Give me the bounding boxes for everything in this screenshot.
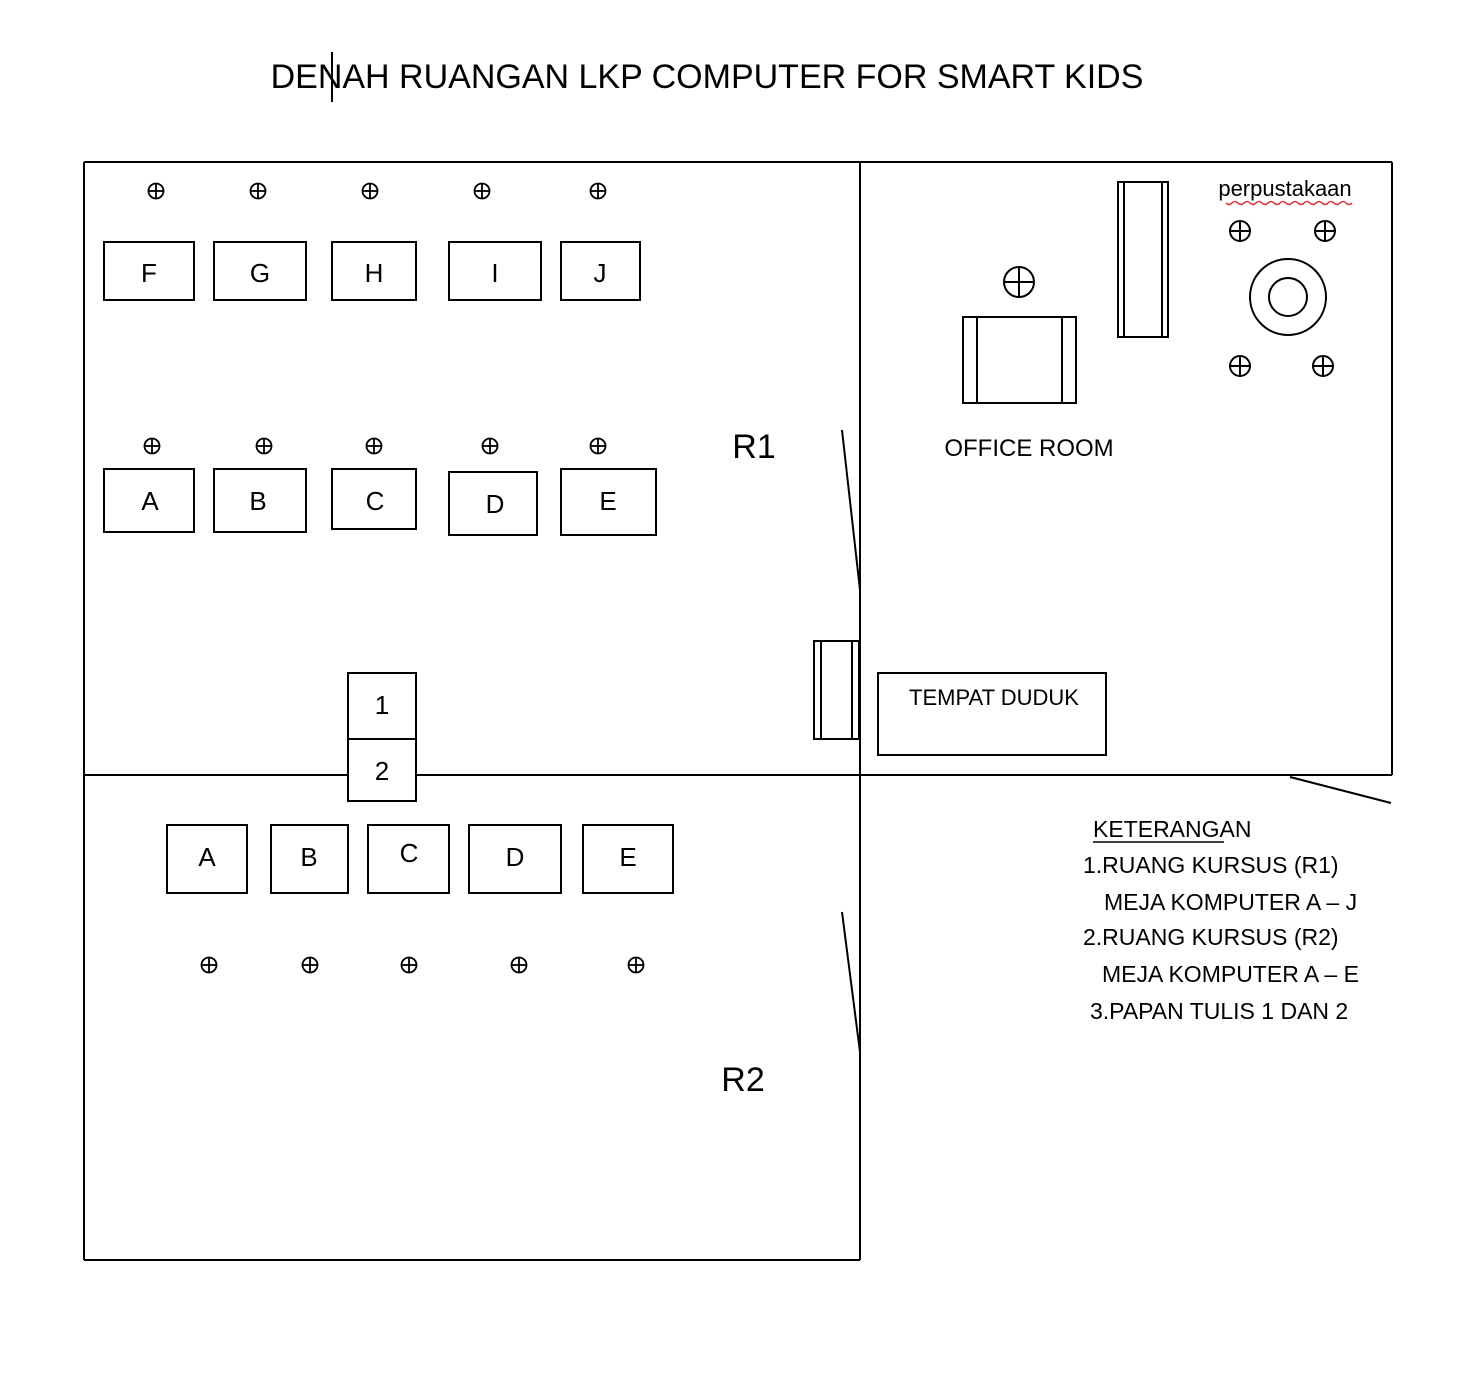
desk-label: I [491,258,498,288]
r1-back-row [103,241,641,301]
chair-icon [589,437,607,455]
desk-g [213,241,307,301]
desk-label: F [141,258,157,288]
chair-icon [301,956,319,974]
chair-icon [400,956,418,974]
chair-icon [481,437,499,455]
desk-f [103,241,195,301]
desk-i [448,241,542,301]
r2-row [166,824,674,894]
desk-label: E [619,842,636,872]
legend-line: 1.RUANG KURSUS (R1) [1083,852,1339,878]
chair-icon [365,437,383,455]
chair-icon [1229,220,1251,242]
door-entrance [1289,776,1392,804]
desk-j [560,241,641,301]
chair-icon [1003,266,1035,298]
room-label-r1: R1 [732,428,775,466]
library-chairs [1229,220,1336,377]
r2-chairs [200,956,645,974]
chair-icon [627,956,645,974]
legend-line: MEJA KOMPUTER A – J [1104,889,1357,915]
walls [83,161,1393,1261]
desk-label: G [250,258,270,288]
desk-label: B [300,842,317,872]
r1-front-row [103,468,657,536]
desk-c [367,824,450,894]
chair-icon [361,182,379,200]
bookshelf [1117,181,1169,338]
desk-e [560,468,657,536]
legend-heading: KETERANGAN [1093,816,1251,842]
desk-label: E [599,486,616,516]
library-label: perpustakaan [1218,176,1351,201]
chair-icon [255,437,273,455]
desk-e [582,824,674,894]
chair-icon [143,437,161,455]
room-label-r2: R2 [721,1061,764,1099]
doors [841,429,1392,1053]
whiteboard-2 [347,738,417,802]
desk-h [331,241,417,301]
desk-label: D [506,842,525,872]
desk-a [103,468,195,533]
desk-label: J [594,258,607,288]
seating-bench [877,672,1107,756]
desk-label: C [366,486,385,516]
door-r2 [841,911,861,1053]
r1-front-chairs [143,437,607,455]
seating-label: TEMPAT DUDUK [909,685,1079,710]
desk-c [331,468,417,530]
desk-label: D [486,489,505,519]
office-desk [962,316,1077,404]
chair-icon [1314,220,1336,242]
chair-icon [510,956,528,974]
spellcheck-underline [1225,200,1353,206]
desk-b [213,468,307,533]
page-title: DENAH RUANGAN LKP COMPUTER FOR SMART KID… [271,58,1144,96]
r1-back-chairs [147,182,607,200]
desk-label: B [249,486,266,516]
text-cursor [331,52,333,102]
chair-icon [1312,355,1334,377]
desk-label: C [400,838,419,868]
chair-icon [200,956,218,974]
legend-line: 3.PAPAN TULIS 1 DAN 2 [1090,998,1348,1024]
desk-b [270,824,349,894]
chair-icon [249,182,267,200]
cabinet-r1 [813,640,860,740]
chair-icon [1229,355,1251,377]
whiteboards [347,672,417,802]
office-label: OFFICE ROOM [944,435,1113,462]
door-r1 [841,429,861,591]
desk-label: A [141,486,159,516]
desk-label: H [365,258,384,288]
legend: KETERANGAN 1.RUANG KURSUS (R1) MEJA KOMP… [1083,816,1359,1024]
chair-icon [147,182,165,200]
legend-line: 2.RUANG KURSUS (R2) [1083,924,1339,950]
desk-d [448,471,538,536]
whiteboard-1 [347,672,417,740]
legend-line: MEJA KOMPUTER A – E [1102,961,1359,987]
chair-icon [473,182,491,200]
desk-label: A [198,842,216,872]
chair-icon [589,182,607,200]
desk-a [166,824,248,894]
library-table [1249,258,1327,336]
desk-d [468,824,562,894]
whiteboard-label: 2 [375,756,389,786]
whiteboard-label: 1 [375,690,389,720]
